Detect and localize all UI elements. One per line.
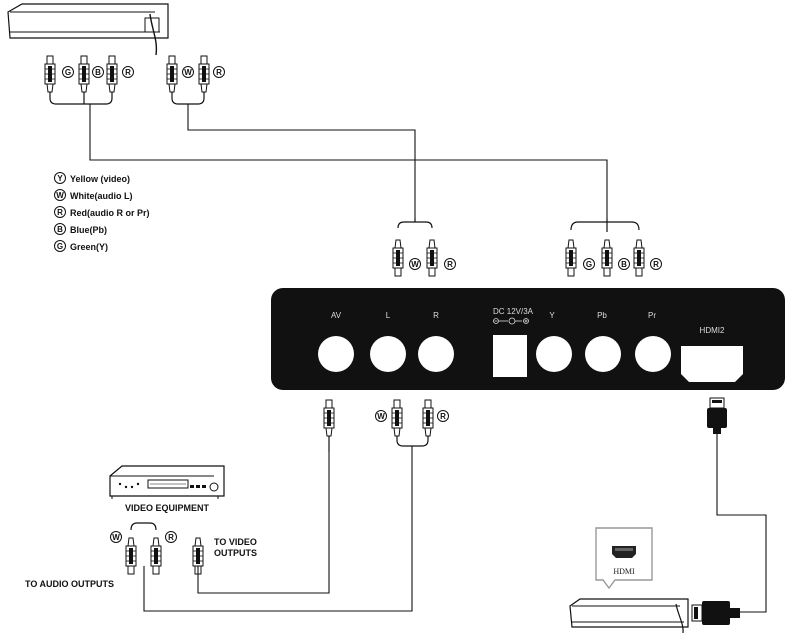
top-cables bbox=[89, 104, 608, 218]
low-r-letter: R bbox=[440, 412, 446, 421]
to-video-outputs-label-1: TO VIDEO bbox=[214, 537, 257, 547]
pr-jack bbox=[635, 336, 671, 372]
top-source-device bbox=[7, 3, 169, 56]
top-r1-letter-circle bbox=[122, 66, 134, 78]
top-b-letter: B bbox=[95, 68, 101, 77]
port-label-r: R bbox=[433, 311, 439, 320]
comp-g-letter: G bbox=[586, 260, 592, 269]
video-equipment-audio-plugs: W R bbox=[110, 522, 177, 575]
component-plugs: G B R bbox=[565, 218, 662, 277]
lower-audio-plugs: W R bbox=[375, 399, 449, 447]
legend-letter-y: Y bbox=[57, 174, 63, 183]
comp-b-letter-circle bbox=[618, 258, 630, 270]
hdmi-source-device bbox=[569, 598, 689, 633]
video-equipment-label: VIDEO EQUIPMENT bbox=[125, 503, 210, 513]
color-legend: Y Yellow (video) W White(audio L) R Red(… bbox=[54, 172, 150, 252]
port-label-l: L bbox=[386, 311, 391, 320]
ve-w-letter-circle bbox=[110, 531, 122, 543]
legend-item-white: White(audio L) bbox=[70, 191, 133, 201]
hdmi-label-box: HDMI bbox=[595, 527, 653, 590]
legend-letter-w: W bbox=[56, 191, 64, 200]
legend-item-blue: Blue(Pb) bbox=[70, 225, 107, 235]
port-label-hdmi2: HDMI2 bbox=[700, 326, 725, 335]
port-label-pb: Pb bbox=[597, 311, 607, 320]
comp-b-letter: B bbox=[621, 260, 627, 269]
top-r1-letter: R bbox=[125, 68, 131, 77]
port-label-dc: DC 12V/3A bbox=[493, 307, 534, 316]
mid-audio-plugs: W R bbox=[392, 218, 456, 277]
legend-item-yellow: Yellow (video) bbox=[70, 174, 130, 184]
ve-r-letter-circle bbox=[165, 531, 177, 543]
comp-r-letter-circle bbox=[650, 258, 662, 270]
lower-cables bbox=[143, 434, 767, 613]
ve-w-letter: W bbox=[112, 533, 120, 542]
top-audio-plugs: W R bbox=[166, 55, 225, 105]
lower-av-plug bbox=[323, 399, 335, 452]
mid-w-letter: W bbox=[411, 260, 419, 269]
pb-jack bbox=[585, 336, 621, 372]
comp-r-letter: R bbox=[653, 260, 659, 269]
top-g-letter: G bbox=[65, 68, 71, 77]
port-label-av: AV bbox=[331, 311, 342, 320]
hdmi2-jack bbox=[681, 346, 743, 382]
legend-letter-r: R bbox=[57, 208, 63, 217]
to-audio-outputs-label: TO AUDIO OUTPUTS bbox=[25, 579, 114, 589]
av-jack bbox=[318, 336, 354, 372]
top-r2-letter: R bbox=[216, 68, 222, 77]
legend-letter-b: B bbox=[57, 225, 63, 234]
r-jack bbox=[418, 336, 454, 372]
mid-r-letter-circle bbox=[444, 258, 456, 270]
hdmi-box-label: HDMI bbox=[613, 567, 635, 576]
legend-item-red: Red(audio R or Pr) bbox=[70, 208, 150, 218]
top-g-letter-circle bbox=[62, 66, 74, 78]
top-b-letter-circle bbox=[92, 66, 104, 78]
dc-power-jack bbox=[493, 335, 527, 377]
low-w-letter-circle bbox=[375, 410, 387, 422]
low-w-letter: W bbox=[377, 412, 385, 421]
top-component-plugs: G B R bbox=[44, 55, 134, 105]
y-jack bbox=[536, 336, 572, 372]
legend-letter-g: G bbox=[57, 242, 63, 251]
top-r2-letter-circle bbox=[213, 66, 225, 78]
ve-r-letter: R bbox=[168, 533, 174, 542]
mid-w-letter-circle bbox=[409, 258, 421, 270]
top-w-letter-circle bbox=[182, 66, 194, 78]
to-video-outputs-label-2: OUTPUTS bbox=[214, 548, 257, 558]
low-r-letter-circle bbox=[437, 410, 449, 422]
l-jack bbox=[370, 336, 406, 372]
dc-polarity-icon bbox=[493, 317, 529, 325]
hdmi-plug-lower bbox=[691, 601, 740, 625]
hdmi-plug-upper bbox=[707, 397, 727, 434]
port-label-pr: Pr bbox=[648, 311, 656, 320]
port-label-y: Y bbox=[549, 311, 555, 320]
comp-g-letter-circle bbox=[583, 258, 595, 270]
legend-item-green: Green(Y) bbox=[70, 242, 108, 252]
hdmi-port-icon bbox=[612, 546, 636, 558]
top-w-letter: W bbox=[184, 68, 192, 77]
mid-r-letter: R bbox=[447, 260, 453, 269]
connector-panel: AV L R DC 12V/3A Y Pb Pr HDMI2 bbox=[271, 288, 785, 390]
video-equipment-device bbox=[109, 465, 225, 499]
